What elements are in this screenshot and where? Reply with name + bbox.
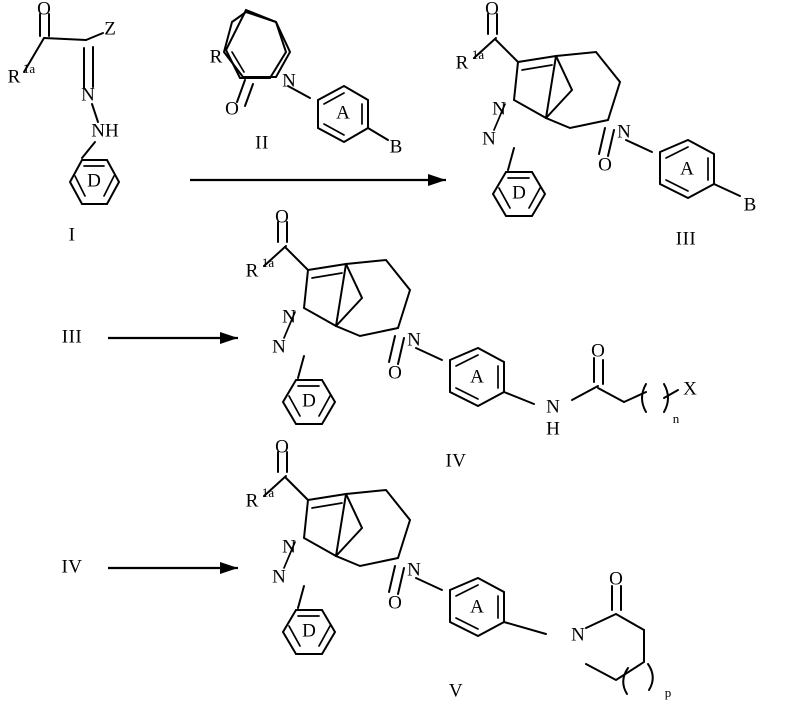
atom-label-X-IV: X xyxy=(683,378,697,399)
ring-label-D-III: D xyxy=(512,182,526,203)
atom-label-N-II: N xyxy=(282,70,296,91)
reaction-arrow-1 xyxy=(190,174,446,186)
atom-label-N2-IV: N xyxy=(282,306,296,327)
atom-label-R-superscript-IV: 1a xyxy=(262,255,275,270)
atom-label-Z-I: Z xyxy=(104,18,116,39)
atom-label-R-II: R xyxy=(210,46,223,67)
atom-label-N6-IV: N xyxy=(407,329,421,350)
atom-label-O-III-ring: O xyxy=(598,154,612,175)
atom-label-p-V: p xyxy=(665,685,672,700)
atom-label-O-V-ring: O xyxy=(388,592,402,613)
atom-label-N1-III: N xyxy=(482,128,496,149)
atom-label-O-I: O xyxy=(37,0,51,19)
atom-label-B-III: B xyxy=(744,194,757,215)
compound-label-II: II xyxy=(255,132,269,153)
atom-label-N6-V: N xyxy=(407,559,421,580)
atom-label-R-I: R xyxy=(8,66,21,87)
reactant-label-IV-row3: IV xyxy=(61,556,82,577)
reaction-arrow-2 xyxy=(108,332,238,344)
atom-label-N2-V: N xyxy=(282,536,296,557)
compound-label-I: I xyxy=(69,224,76,245)
atom-label-R-superscript-I: 1a xyxy=(23,61,36,76)
atom-label-N-lactam-V: N xyxy=(571,624,585,645)
atom-label-O-II: O xyxy=(225,98,239,119)
ring-label-A-III: A xyxy=(680,158,694,179)
atom-label-R-V: R xyxy=(246,490,259,511)
reactant-label-III-row2: III xyxy=(62,326,82,347)
atom-label-N1-IV: N xyxy=(272,336,286,357)
ring-label-D-I: D xyxy=(87,170,101,191)
atom-label-O-IV-top: O xyxy=(275,206,289,227)
atom-label-NH-I: NH xyxy=(91,120,119,141)
atom-label-N-amide-IV: N xyxy=(546,396,560,417)
ring-label-A-IV: A xyxy=(470,366,484,387)
atom-label-H-amide-IV: H xyxy=(546,418,560,439)
compound-label-IV: IV xyxy=(445,450,466,471)
atom-label-n-IV: n xyxy=(673,411,680,426)
atom-label-R-III: R xyxy=(456,52,469,73)
structure-compound-V xyxy=(263,451,654,695)
structure-compound-II xyxy=(222,8,389,144)
structure-compound-I xyxy=(23,13,121,205)
atom-label-O-lactam-V: O xyxy=(609,568,623,589)
ring-label-A-V: A xyxy=(470,596,484,617)
ring-label-D-V: D xyxy=(302,620,316,641)
atom-label-O-V-top: O xyxy=(275,436,289,457)
atom-label-R-superscript-V: 1a xyxy=(262,485,275,500)
ring-label-D-IV: D xyxy=(302,390,316,411)
atom-label-R-IV: R xyxy=(246,260,259,281)
atom-label-N-I: N xyxy=(81,84,95,105)
atom-label-N6-III: N xyxy=(617,121,631,142)
reaction-arrow-3 xyxy=(108,562,238,574)
ring-label-A-II: A xyxy=(336,102,350,123)
atom-label-O-IV-ring: O xyxy=(388,362,402,383)
structure-compound-III xyxy=(473,13,741,217)
atom-label-R-superscript-III: 1a xyxy=(472,47,485,62)
atom-label-N2-III: N xyxy=(492,98,506,119)
atom-label-O-III-top: O xyxy=(485,0,499,19)
atom-label-O-amide-IV: O xyxy=(591,340,605,361)
atom-label-B-II: B xyxy=(390,136,403,157)
compound-label-III: III xyxy=(676,228,696,249)
compound-label-V: V xyxy=(449,680,463,701)
atom-label-N1-V: N xyxy=(272,566,286,587)
structure-compound-IV xyxy=(263,221,679,425)
